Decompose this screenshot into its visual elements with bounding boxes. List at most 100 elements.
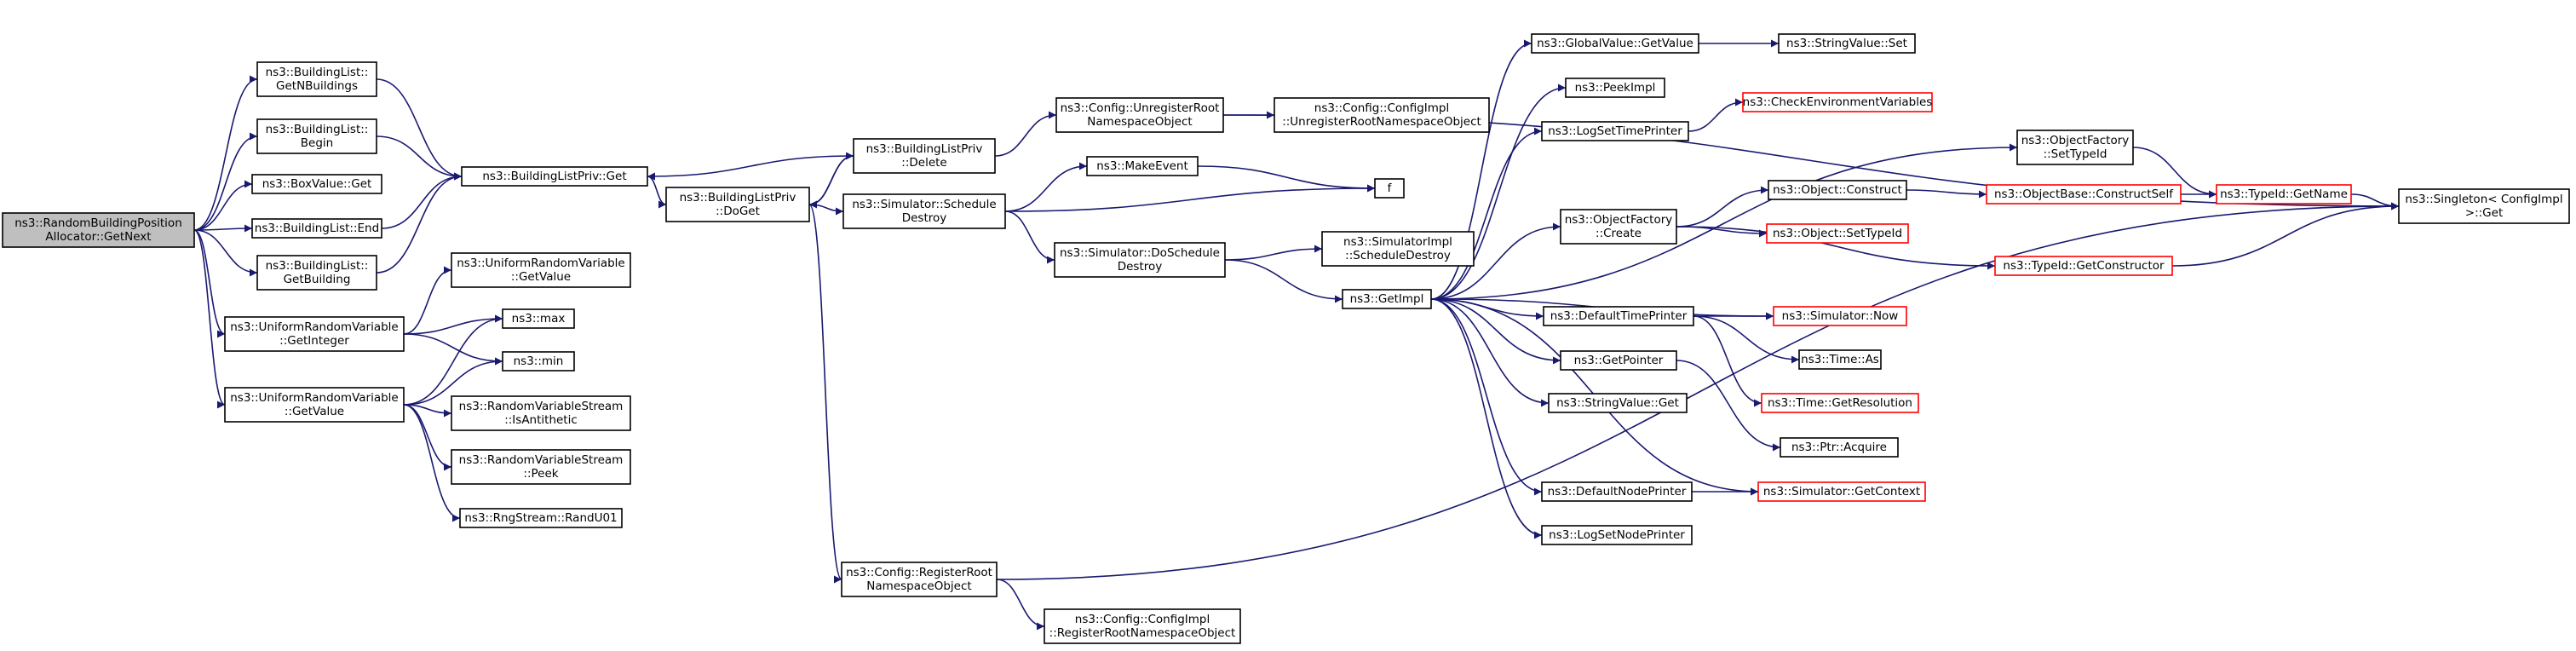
node-strValSet[interactable]: ns3::StringValue::Set bbox=[1778, 33, 1916, 54]
node-begin[interactable]: ns3::BuildingList::Begin bbox=[256, 118, 377, 154]
edge-regRoot-to-cfgRegRoot bbox=[996, 579, 1045, 631]
node-box bbox=[1054, 242, 1226, 278]
edge-makeEvent-to-f bbox=[1197, 165, 1376, 193]
node-label: ns3::StringValue::Set bbox=[1786, 37, 1907, 50]
edge-uGetInteger-to-max bbox=[403, 314, 503, 335]
node-root[interactable]: ns3::RandomBuildingPositionAllocator::Ge… bbox=[2, 212, 195, 248]
node-label: ns3::Object::Construct bbox=[1773, 183, 1902, 197]
node-strValGet[interactable]: ns3::StringValue::Get bbox=[1548, 393, 1688, 413]
node-defNodePrinter[interactable]: ns3::DefaultNodePrinter bbox=[1541, 481, 1693, 502]
node-globalGetValue[interactable]: ns3::GlobalValue::GetValue bbox=[1531, 33, 1699, 54]
node-doGet[interactable]: ns3::BuildingListPriv::DoGet bbox=[665, 187, 810, 222]
node-timeAs[interactable]: ns3::Time::As bbox=[1798, 349, 1882, 370]
node-isAnti[interactable]: ns3::RandomVariableStream::IsAntithetic bbox=[451, 395, 631, 431]
node-min[interactable]: ns3::min bbox=[502, 351, 575, 372]
node-label: ns3::CheckEnvironmentVariables bbox=[1743, 95, 1933, 109]
node-randU01[interactable]: ns3::RngStream::RandU01 bbox=[459, 508, 623, 528]
edge-getImpl-to-objFactCreate bbox=[1430, 222, 1561, 300]
node-label: ns3::BuildingListPriv bbox=[866, 142, 983, 156]
node-objFactSetTypeId[interactable]: ns3::ObjectFactory::SetTypeId bbox=[2016, 130, 2134, 165]
node-box bbox=[1548, 393, 1688, 413]
node-label: Destroy bbox=[1118, 260, 1163, 274]
node-box bbox=[1565, 78, 1665, 98]
edge-uGetInteger-to-uGetValue2 bbox=[403, 266, 452, 335]
node-simImplSched[interactable]: ns3::SimulatorImpl::ScheduleDestroy bbox=[1321, 231, 1475, 267]
node-objConstruct[interactable]: ns3::Object::Construct bbox=[1768, 180, 1907, 200]
edges-layer bbox=[193, 39, 2400, 631]
node-checkEnv[interactable]: ns3::CheckEnvironmentVariables bbox=[1742, 92, 1933, 112]
node-typeIdGetCtor[interactable]: ns3::TypeId::GetConstructor bbox=[1994, 256, 2173, 276]
node-box bbox=[502, 308, 575, 329]
edge-blpDelete-to-unregRoot bbox=[994, 111, 1057, 157]
node-label: ns3::Singleton< ConfigImpl bbox=[2405, 193, 2562, 206]
node-logSetNode[interactable]: ns3::LogSetNodePrinter bbox=[1541, 525, 1693, 545]
node-getNBuildings[interactable]: ns3::BuildingList::GetNBuildings bbox=[256, 61, 377, 97]
node-label: ns3::LogSetTimePrinter bbox=[1548, 124, 1682, 138]
node-cfgRegRoot[interactable]: ns3::Config::ConfigImpl::RegisterRootNam… bbox=[1044, 608, 1241, 644]
node-label: ns3::RandomVariableStream bbox=[459, 453, 624, 467]
node-objFactCreate[interactable]: ns3::ObjectFactory::Create bbox=[1560, 209, 1677, 245]
node-logSetTime[interactable]: ns3::LogSetTimePrinter bbox=[1541, 121, 1689, 141]
node-f[interactable]: f bbox=[1374, 178, 1405, 199]
node-cfgUnregRoot[interactable]: ns3::Config::ConfigImpl::UnregisterRootN… bbox=[1274, 97, 1490, 133]
node-label: ::GetValue bbox=[511, 270, 571, 284]
node-box bbox=[256, 118, 377, 154]
edge-root-to-uGetValue bbox=[193, 229, 226, 409]
node-unregRoot[interactable]: ns3::Config::UnregisterRootNamespaceObje… bbox=[1055, 97, 1224, 133]
node-timeRes[interactable]: ns3::Time::GetResolution bbox=[1761, 393, 1919, 413]
edge-getImpl-to-globalGetValue bbox=[1430, 39, 1532, 300]
node-label: ns3::SimulatorImpl bbox=[1343, 235, 1452, 249]
node-label: NamespaceObject bbox=[866, 579, 971, 593]
edge-typeIdGetName-to-singletonGet bbox=[2350, 193, 2400, 210]
node-blpGet[interactable]: ns3::BuildingListPriv::Get bbox=[461, 166, 648, 187]
node-boxGet[interactable]: ns3::BoxValue::Get bbox=[251, 174, 382, 194]
node-box bbox=[1541, 481, 1693, 502]
node-schedDestroy[interactable]: ns3::Simulator::ScheduleDestroy bbox=[842, 193, 1006, 229]
edge-schedDestroy-to-makeEvent bbox=[1004, 162, 1088, 212]
node-singletonGet[interactable]: ns3::Singleton< ConfigImpl >::Get bbox=[2398, 188, 2570, 224]
edge-objConstruct-to-objBaseConstruct bbox=[1906, 189, 1987, 199]
node-end[interactable]: ns3::BuildingList::End bbox=[251, 218, 382, 239]
edge-getImpl-to-getPointer bbox=[1430, 298, 1561, 365]
node-box bbox=[1742, 92, 1933, 112]
node-box bbox=[1531, 33, 1699, 54]
node-uGetValue2[interactable]: ns3::UniformRandomVariable::GetValue bbox=[451, 252, 631, 288]
node-getBuilding[interactable]: ns3::BuildingList::GetBuilding bbox=[256, 255, 377, 291]
node-peekImpl[interactable]: ns3::PeekImpl bbox=[1565, 78, 1665, 98]
edge-schedDestroy-to-f bbox=[1004, 184, 1376, 212]
node-defTimePrinter[interactable]: ns3::DefaultTimePrinter bbox=[1543, 306, 1694, 326]
node-label: ns3::Simulator::Now bbox=[1782, 309, 1899, 323]
node-label: ::UnregisterRootNamespaceObject bbox=[1282, 115, 1481, 129]
node-getPointer[interactable]: ns3::GetPointer bbox=[1560, 350, 1677, 371]
node-label: ::ScheduleDestroy bbox=[1345, 249, 1451, 262]
node-label: ns3::Time::GetResolution bbox=[1768, 396, 1912, 410]
node-regRoot[interactable]: ns3::Config::RegisterRootNamespaceObject bbox=[841, 562, 998, 597]
node-uGetInteger[interactable]: ns3::UniformRandomVariable::GetInteger bbox=[224, 316, 405, 352]
node-label: ns3::min bbox=[514, 354, 564, 368]
node-box bbox=[1543, 306, 1694, 326]
node-objSetTypeId[interactable]: ns3::Object::SetTypeId bbox=[1766, 223, 1909, 244]
node-objBaseConstruct[interactable]: ns3::ObjectBase::ConstructSelf bbox=[1986, 184, 2182, 205]
node-simGetContext[interactable]: ns3::Simulator::GetContext bbox=[1757, 481, 1926, 502]
node-getImpl[interactable]: ns3::GetImpl bbox=[1342, 289, 1432, 309]
node-box bbox=[1044, 608, 1241, 644]
node-typeIdGetName[interactable]: ns3::TypeId::GetName bbox=[2216, 184, 2352, 205]
edge-schedDestroy-to-doSchedDestroy bbox=[1004, 210, 1055, 264]
node-uGetValue[interactable]: ns3::UniformRandomVariable::GetValue bbox=[224, 387, 405, 423]
node-label: ::Peek bbox=[523, 467, 558, 481]
node-makeEvent[interactable]: ns3::MakeEvent bbox=[1086, 156, 1199, 176]
node-label: Destroy bbox=[902, 211, 947, 225]
node-simNow[interactable]: ns3::Simulator::Now bbox=[1773, 306, 1907, 326]
edge-objFactCreate-to-typeIdGetCtor bbox=[1676, 226, 1996, 270]
node-label: f bbox=[1388, 181, 1393, 195]
node-peek[interactable]: ns3::RandomVariableStream::Peek bbox=[451, 449, 631, 485]
edge-getImpl-to-strValGet bbox=[1430, 298, 1550, 407]
node-label: ns3::RandomBuildingPosition bbox=[14, 216, 182, 230]
node-max[interactable]: ns3::max bbox=[502, 308, 575, 329]
node-label: NamespaceObject bbox=[1087, 115, 1192, 129]
node-box bbox=[841, 562, 998, 597]
node-blpDelete[interactable]: ns3::BuildingListPriv::Delete bbox=[853, 138, 996, 174]
node-ptrAcquire[interactable]: ns3::Ptr::Acquire bbox=[1780, 437, 1899, 458]
